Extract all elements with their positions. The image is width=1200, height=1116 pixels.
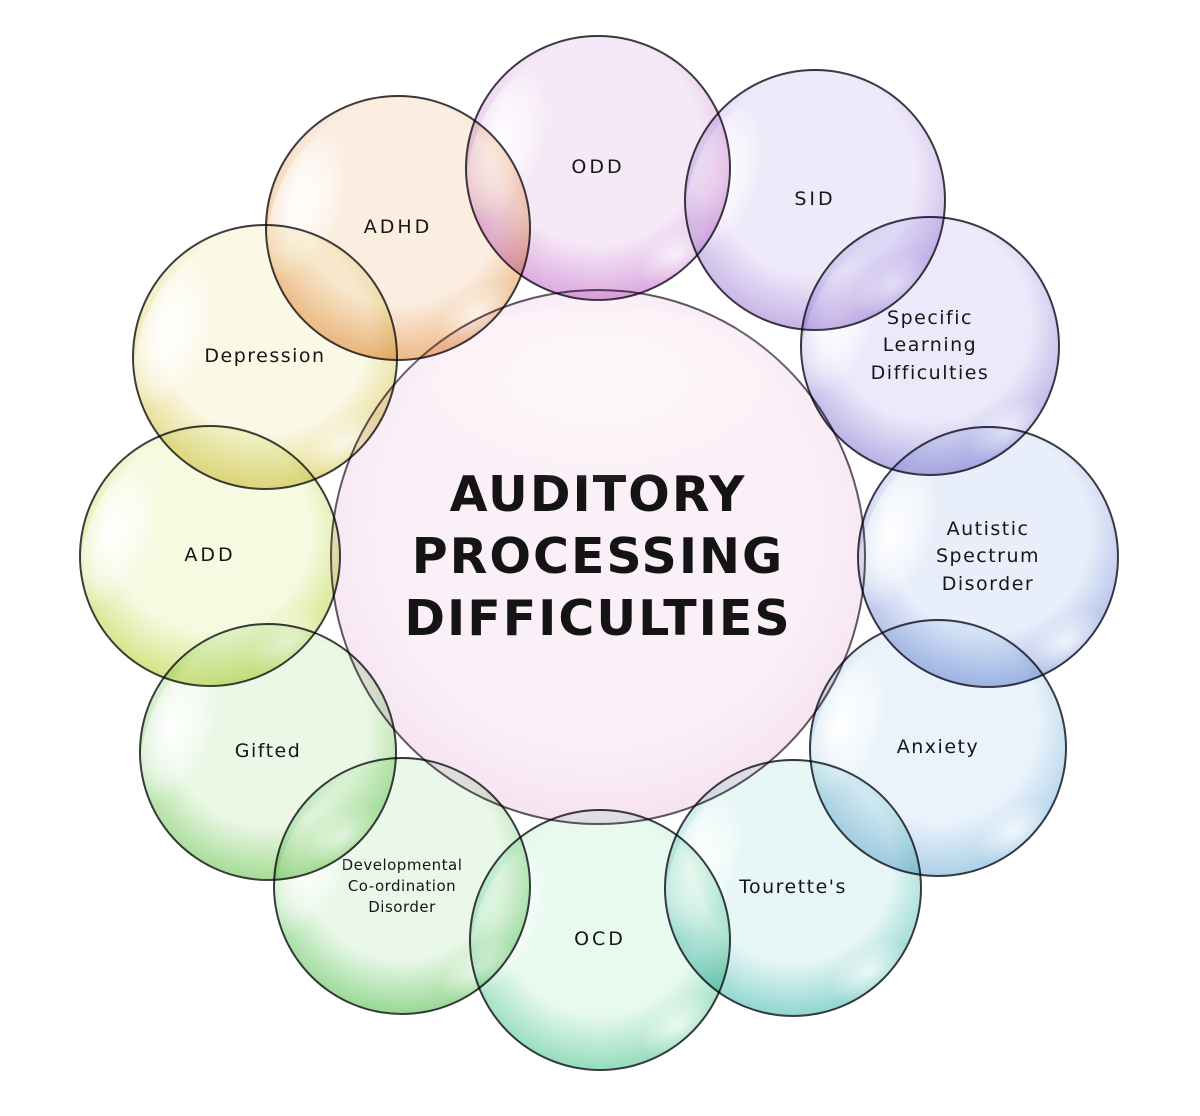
bubble-developmental-coordination-disorder: Developmental Co-ordination Disorder <box>273 757 531 1015</box>
bubble-sid-label: SID <box>794 188 836 211</box>
bubble-tourettes-label: Tourette's <box>739 876 847 899</box>
center-bubble: AUDITORY PROCESSING DIFFICULTIES <box>330 289 866 825</box>
bubble-specific-learning-difficulties-label: Specific Learning Difficulties <box>870 306 990 384</box>
bubble-developmental-coordination-disorder-label: Developmental Co-ordination Disorder <box>341 855 463 916</box>
bubble-depression-label: Depression <box>204 345 326 368</box>
diagram-title: AUDITORY PROCESSING DIFFICULTIES <box>404 465 792 648</box>
bubble-autistic-spectrum-disorder-label: Autistic Spectrum Disorder <box>935 517 1041 595</box>
bubble-ocd-label: OCD <box>574 928 626 951</box>
bubble-anxiety-label: Anxiety <box>896 736 980 759</box>
bubble-adhd: ADHD <box>265 95 531 361</box>
bubble-odd-label: ODD <box>571 156 625 179</box>
bubble-adhd-label: ADHD <box>363 216 433 239</box>
bubble-gifted-label: Gifted <box>234 740 302 763</box>
bubble-add-label: ADD <box>184 544 236 567</box>
